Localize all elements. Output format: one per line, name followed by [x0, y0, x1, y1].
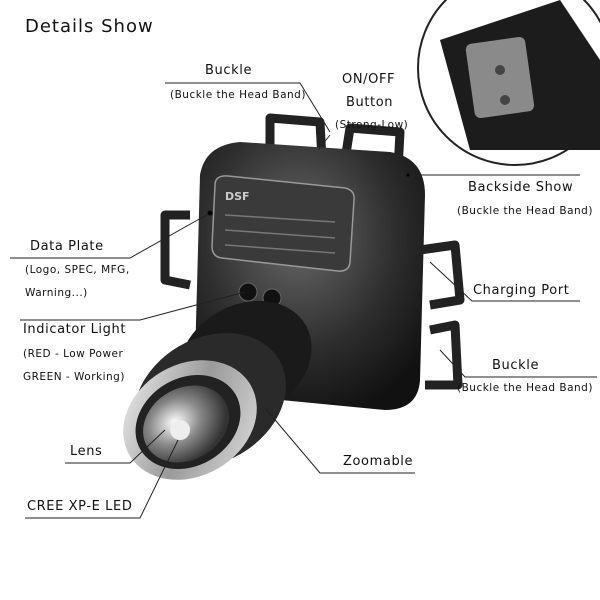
- cree-led: [170, 420, 190, 440]
- zoom-lens-barrel: [123, 300, 312, 480]
- indicator-label: Indicator Light: [23, 322, 127, 337]
- on-off-note: (Strong-Low): [335, 119, 409, 131]
- buckle-right-label: Buckle: [492, 358, 540, 373]
- data-plate-label: Data Plate: [30, 239, 104, 254]
- charging-port-label: Charging Port: [473, 283, 570, 298]
- backside-label: Backside Show: [468, 180, 574, 195]
- led-label: CREE XP-E LED: [27, 499, 133, 514]
- data-plate-note-1: (Logo, SPEC, MFG,: [25, 264, 130, 276]
- buckle-right-note: (Buckle the Head Band): [457, 382, 593, 394]
- indicator-note-2: GREEN - Working): [23, 371, 125, 383]
- buckle-straps: [160, 113, 465, 390]
- zoomable-label: Zoomable: [343, 454, 414, 469]
- backside-inset: [417, 0, 600, 166]
- page-title: Details Show: [25, 16, 154, 37]
- backside-note: (Buckle the Head Band): [457, 205, 593, 217]
- lens-label: Lens: [70, 444, 103, 459]
- on-off-label: ON/OFF: [342, 72, 396, 87]
- data-plate: DSF: [211, 175, 355, 272]
- buckle-top-label: Buckle: [205, 63, 253, 78]
- data-plate-logo: DSF: [225, 190, 250, 203]
- indicator-light-red: [238, 282, 258, 302]
- button-label: Button: [346, 95, 394, 110]
- leader-lines: [10, 82, 597, 519]
- buckle-top-note: (Buckle the Head Band): [170, 89, 306, 101]
- indicator-note-1: (RED - Low Power: [23, 348, 124, 360]
- data-plate-note-2: Warning...): [25, 287, 88, 299]
